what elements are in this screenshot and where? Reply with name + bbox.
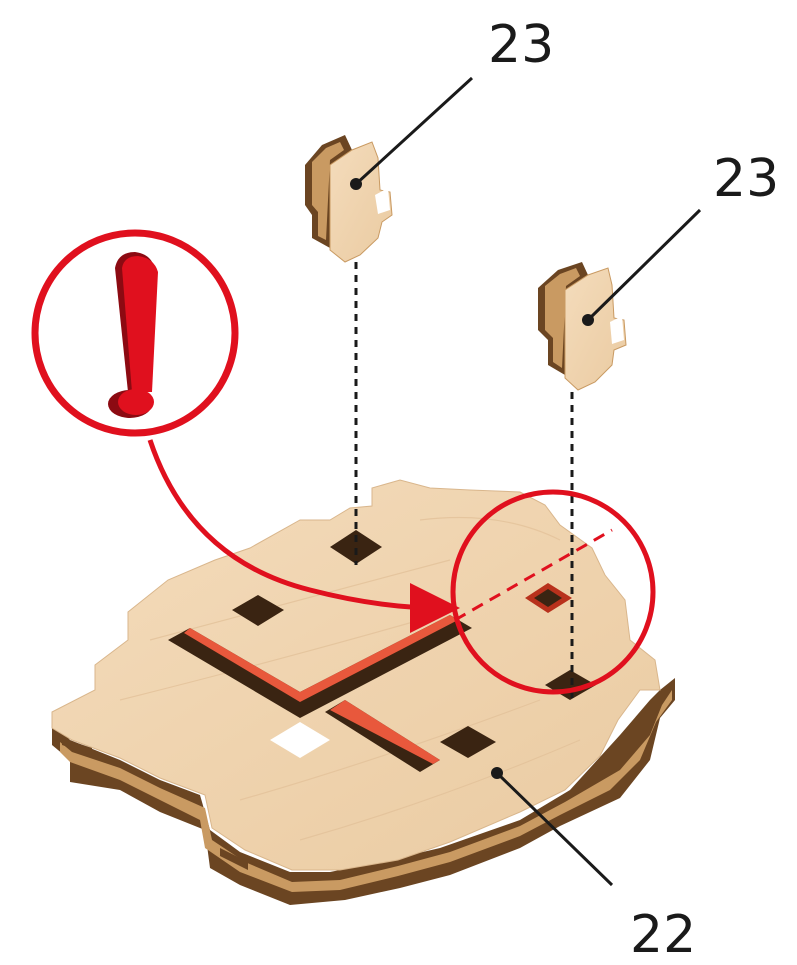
peg-part-23-right bbox=[538, 262, 626, 390]
label-part-23-top: 23 bbox=[488, 15, 554, 75]
leader-dot-23-top bbox=[350, 178, 362, 190]
label-part-23-right: 23 bbox=[713, 149, 779, 209]
warning-callout bbox=[35, 233, 235, 433]
leader-line-23-top bbox=[356, 78, 472, 184]
leader-line-23-right bbox=[588, 210, 700, 320]
base-plate-part-22 bbox=[52, 480, 675, 905]
label-part-22: 22 bbox=[630, 905, 696, 965]
peg-part-23-top bbox=[305, 135, 392, 262]
exclamation-mark-icon bbox=[108, 252, 158, 418]
leader-dot-23-right bbox=[582, 314, 594, 326]
leader-dot-22 bbox=[491, 767, 503, 779]
